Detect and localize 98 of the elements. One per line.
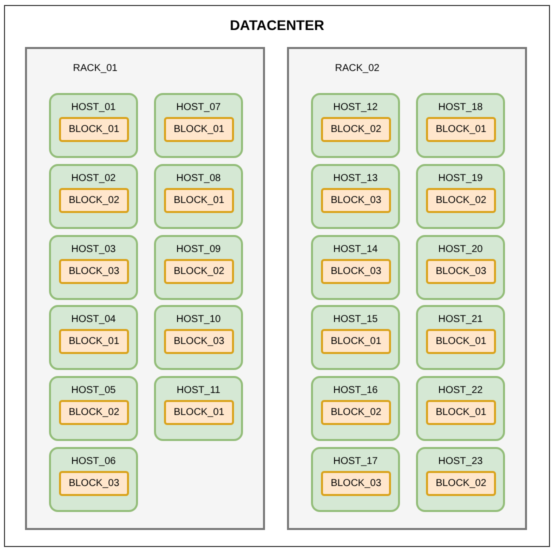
- host-box: [311, 93, 400, 158]
- block-label: BLOCK_02: [330, 406, 382, 420]
- block-box: [426, 329, 496, 354]
- block-label: BLOCK_03: [68, 264, 120, 279]
- host-box: [311, 164, 400, 229]
- block-label: BLOCK_02: [436, 477, 486, 491]
- host-label: HOST_01: [70, 101, 117, 115]
- host-label: HOST_17: [332, 455, 379, 469]
- block-label: BLOCK_01: [436, 406, 486, 420]
- block-box: [164, 329, 234, 354]
- host-label: HOST_18: [437, 101, 484, 115]
- block-label: BLOCK_02: [68, 406, 120, 420]
- host-label: HOST_19: [437, 172, 484, 186]
- host-label: HOST_07: [175, 101, 222, 115]
- block-box: [426, 400, 496, 426]
- block-label: BLOCK_03: [330, 194, 382, 208]
- block-label: BLOCK_02: [174, 264, 224, 279]
- block-box: [321, 329, 391, 354]
- host-label: HOST_23: [437, 455, 484, 469]
- block-label: BLOCK_01: [436, 123, 486, 137]
- host-box: [49, 234, 138, 300]
- block-label: BLOCK_01: [436, 335, 486, 350]
- host-label: HOST_05: [70, 384, 117, 398]
- rack-label: RACK_01: [73, 62, 118, 76]
- block-box: [164, 188, 234, 213]
- block-box: [426, 471, 496, 496]
- block-box: [426, 117, 496, 142]
- block-box: [59, 329, 129, 354]
- block-label: BLOCK_01: [174, 406, 224, 420]
- host-label: HOST_10: [175, 313, 222, 328]
- block-label: BLOCK_02: [68, 194, 120, 208]
- host-box: [311, 376, 400, 442]
- host-label: HOST_04: [70, 313, 117, 328]
- block-box: [59, 117, 129, 142]
- block-label: BLOCK_01: [68, 335, 120, 350]
- host-label: HOST_08: [175, 172, 222, 186]
- block-label: BLOCK_02: [330, 123, 382, 137]
- host-label: HOST_06: [70, 455, 117, 469]
- rack-label: RACK_02: [335, 62, 380, 76]
- host-box: [154, 234, 243, 300]
- block-label: BLOCK_03: [330, 264, 382, 279]
- block-label: BLOCK_01: [68, 123, 120, 137]
- block-box: [321, 188, 391, 213]
- host-box: [49, 164, 138, 229]
- block-label: BLOCK_02: [436, 194, 486, 208]
- block-box: [59, 258, 129, 284]
- host-box: [416, 376, 505, 442]
- block-label: BLOCK_03: [330, 477, 382, 491]
- host-label: HOST_12: [332, 101, 379, 115]
- block-label: BLOCK_01: [174, 123, 224, 137]
- rack-panel: [25, 47, 265, 530]
- block-label: BLOCK_03: [174, 335, 224, 350]
- host-box: [49, 93, 138, 158]
- host-box: [416, 93, 505, 158]
- host-box: [154, 164, 243, 229]
- block-box: [321, 258, 391, 284]
- host-label: HOST_20: [437, 242, 484, 257]
- block-box: [59, 400, 129, 426]
- block-label: BLOCK_03: [68, 477, 120, 491]
- host-label: HOST_16: [332, 384, 379, 398]
- datacenter-box: [4, 5, 550, 547]
- host-label: HOST_09: [175, 242, 222, 257]
- block-box: [59, 188, 129, 213]
- host-label: HOST_13: [332, 172, 379, 186]
- host-label: HOST_11: [176, 384, 222, 398]
- block-box: [164, 400, 234, 426]
- rack-panel: [287, 47, 527, 530]
- host-label: HOST_14: [332, 242, 379, 257]
- block-box: [164, 117, 234, 142]
- host-box: [311, 305, 400, 370]
- host-label: HOST_03: [70, 242, 117, 257]
- block-box: [321, 117, 391, 142]
- host-label: HOST_21: [437, 313, 484, 328]
- host-box: [49, 447, 138, 512]
- block-box: [164, 258, 234, 284]
- block-box: [59, 471, 129, 496]
- block-box: [321, 471, 391, 496]
- host-box: [416, 447, 505, 512]
- host-box: [154, 93, 243, 158]
- block-label: BLOCK_01: [330, 335, 382, 350]
- datacenter-title: DATACENTER: [228, 16, 326, 35]
- block-label: BLOCK_03: [436, 264, 486, 279]
- host-box: [154, 376, 243, 442]
- host-box: [416, 305, 505, 370]
- block-box: [321, 400, 391, 426]
- host-label: HOST_02: [70, 172, 117, 186]
- host-box: [416, 234, 505, 300]
- host-box: [154, 305, 243, 370]
- host-box: [311, 234, 400, 300]
- host-box: [311, 447, 400, 512]
- host-box: [49, 376, 138, 442]
- host-label: HOST_15: [332, 313, 379, 328]
- block-label: BLOCK_01: [174, 194, 224, 208]
- host-box: [416, 164, 505, 229]
- host-label: HOST_22: [437, 384, 484, 398]
- block-box: [426, 188, 496, 213]
- block-box: [426, 258, 496, 284]
- host-box: [49, 305, 138, 370]
